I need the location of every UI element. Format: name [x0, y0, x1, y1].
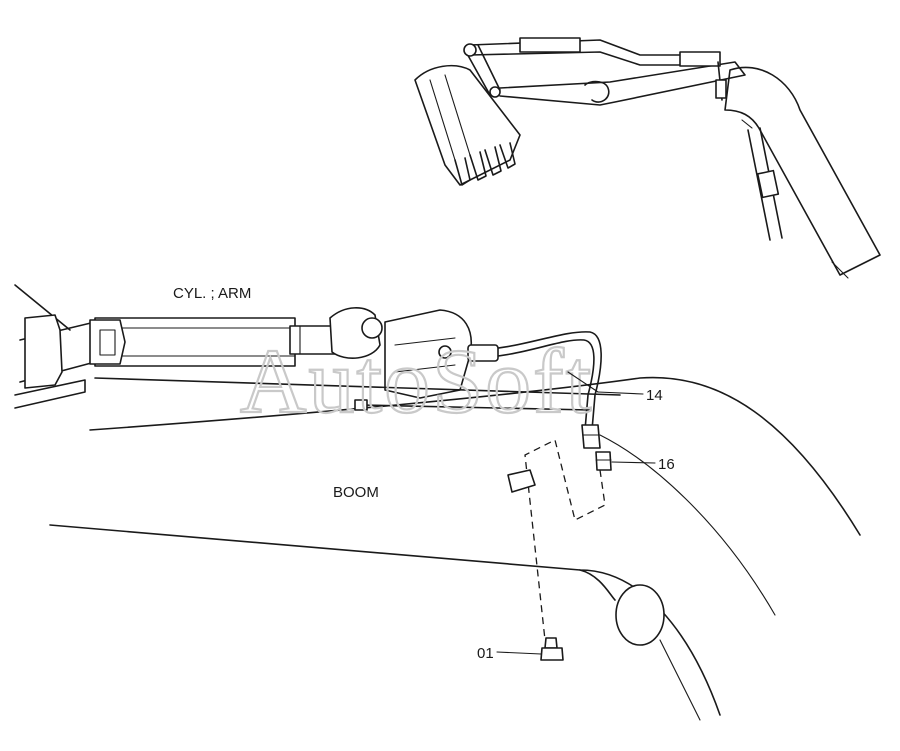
callout-16: 16: [611, 456, 675, 473]
label-boom: BOOM: [333, 484, 379, 501]
callout-01-number: 01: [477, 645, 494, 662]
watermark: AutoSoft: [240, 330, 593, 432]
callout-14-number: 14: [646, 387, 663, 404]
callout-01: 01: [477, 645, 542, 662]
label-cyl-arm: CYL. ; ARM: [173, 285, 251, 302]
overview-excavator-illustration: [414, 37, 881, 279]
callout-16-number: 16: [658, 456, 675, 473]
callout-14: 14: [567, 371, 663, 404]
boom-detail-illustration: [14, 284, 861, 721]
